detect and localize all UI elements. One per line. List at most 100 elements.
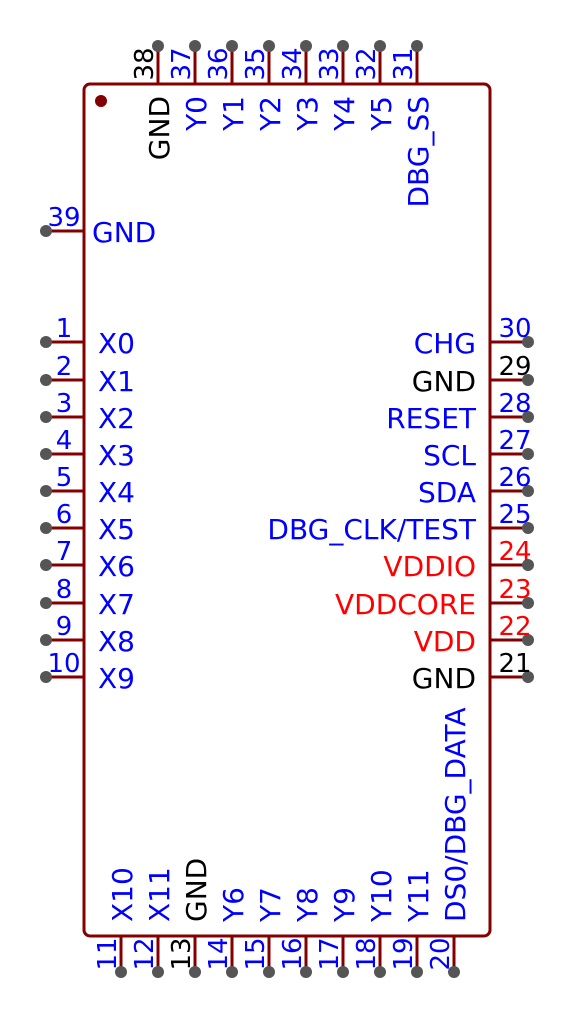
pin-name: SCL bbox=[423, 439, 476, 472]
pin-name: Y7 bbox=[254, 887, 287, 923]
pin-endpoint bbox=[226, 966, 238, 978]
pin-name: X7 bbox=[98, 588, 135, 621]
pin-number: 30 bbox=[498, 314, 531, 344]
pin-endpoint bbox=[522, 411, 534, 423]
pin-number: 4 bbox=[56, 426, 73, 456]
pin-name: X1 bbox=[98, 365, 135, 398]
pin-endpoint bbox=[115, 966, 127, 978]
pin-number: 5 bbox=[56, 463, 73, 493]
pin-number: 33 bbox=[315, 47, 345, 80]
pin-number: 15 bbox=[241, 937, 271, 970]
pin-number: 37 bbox=[167, 47, 197, 80]
pin-endpoint bbox=[522, 448, 534, 460]
pin-name: GND bbox=[412, 365, 476, 398]
pin-number: 39 bbox=[47, 203, 80, 233]
pin-endpoint bbox=[40, 559, 52, 571]
pin-name: Y9 bbox=[328, 887, 361, 923]
pin-endpoint bbox=[522, 671, 534, 683]
pin-number: 31 bbox=[389, 47, 419, 80]
pin-number: 38 bbox=[130, 47, 160, 80]
pin-number: 36 bbox=[204, 47, 234, 80]
pin-name: DBG_CLK/TEST bbox=[267, 513, 476, 546]
pin-name: X6 bbox=[98, 550, 135, 583]
pin-number: 1 bbox=[56, 314, 73, 344]
pin-number: 18 bbox=[352, 937, 382, 970]
pin-endpoint bbox=[40, 225, 52, 237]
pin-number: 13 bbox=[167, 937, 197, 970]
pin-number: 23 bbox=[498, 575, 531, 605]
pin-name: X10 bbox=[106, 867, 139, 922]
pin-number: 35 bbox=[241, 47, 271, 80]
pin-endpoint bbox=[411, 966, 423, 978]
pin-endpoint bbox=[40, 374, 52, 386]
pin-name: SDA bbox=[418, 476, 476, 509]
pin-endpoint bbox=[189, 966, 201, 978]
pin-number: 32 bbox=[352, 47, 382, 80]
pin-number: 10 bbox=[47, 649, 80, 679]
pin-name: X0 bbox=[98, 327, 135, 360]
pin-endpoint bbox=[522, 522, 534, 534]
pin-endpoint bbox=[40, 448, 52, 460]
pin-endpoint bbox=[152, 40, 164, 52]
pin-number: 14 bbox=[204, 937, 234, 970]
pin-name: Y8 bbox=[291, 887, 324, 923]
pin-number: 7 bbox=[56, 537, 73, 567]
pin-endpoint bbox=[40, 336, 52, 348]
pin-endpoint bbox=[411, 40, 423, 52]
pin-name: Y4 bbox=[328, 96, 361, 132]
pin-name: VDDCORE bbox=[335, 588, 476, 621]
pin-name: VDDIO bbox=[383, 550, 476, 583]
pin-name: Y1 bbox=[217, 96, 250, 132]
pin-name: Y3 bbox=[291, 96, 324, 132]
pin-number: 12 bbox=[130, 937, 160, 970]
pin-number: 20 bbox=[426, 937, 456, 970]
pin-name: Y6 bbox=[217, 887, 250, 923]
pin-name: GND bbox=[180, 858, 213, 922]
pin-endpoint bbox=[522, 597, 534, 609]
pin-endpoint bbox=[40, 634, 52, 646]
pin-endpoint bbox=[374, 966, 386, 978]
pin-endpoint bbox=[374, 40, 386, 52]
pin-name: Y10 bbox=[365, 869, 398, 923]
pin-name: X5 bbox=[98, 513, 135, 546]
pin-endpoint bbox=[152, 966, 164, 978]
pin-endpoint bbox=[263, 966, 275, 978]
pin-endpoint bbox=[522, 485, 534, 497]
pin-number: 34 bbox=[278, 47, 308, 80]
pin-name: X8 bbox=[98, 625, 135, 658]
pin-number: 16 bbox=[278, 937, 308, 970]
pin-name: Y5 bbox=[365, 96, 398, 132]
pin-name: GND bbox=[92, 216, 156, 249]
pin-number: 11 bbox=[93, 937, 123, 970]
pin1-marker bbox=[95, 95, 107, 107]
pin-endpoint bbox=[40, 485, 52, 497]
pin-number: 29 bbox=[498, 352, 531, 382]
pin-number: 19 bbox=[389, 937, 419, 970]
pin-number: 6 bbox=[56, 500, 73, 530]
pin-name: GND bbox=[143, 96, 176, 160]
pin-endpoint bbox=[263, 40, 275, 52]
pin-name: CHG bbox=[414, 327, 476, 360]
pin-endpoint bbox=[522, 374, 534, 386]
pin-endpoint bbox=[40, 597, 52, 609]
pin-endpoint bbox=[40, 411, 52, 423]
pin-endpoint bbox=[189, 40, 201, 52]
pin-name: RESET bbox=[386, 402, 477, 435]
pin-name: GND bbox=[412, 662, 476, 695]
pin-endpoint bbox=[522, 559, 534, 571]
pin-name: X9 bbox=[98, 662, 135, 695]
pin-endpoint bbox=[337, 40, 349, 52]
pin-number: 28 bbox=[498, 389, 531, 419]
pin-endpoint bbox=[226, 40, 238, 52]
pin-endpoint bbox=[300, 966, 312, 978]
pin-endpoint bbox=[300, 40, 312, 52]
pin-name: X4 bbox=[98, 476, 135, 509]
pin-name: DBG_SS bbox=[402, 96, 435, 208]
pin-number: 3 bbox=[56, 389, 73, 419]
pin-endpoint bbox=[522, 634, 534, 646]
pin-name: VDD bbox=[414, 625, 476, 658]
pin-endpoint bbox=[522, 336, 534, 348]
pin-endpoint bbox=[337, 966, 349, 978]
